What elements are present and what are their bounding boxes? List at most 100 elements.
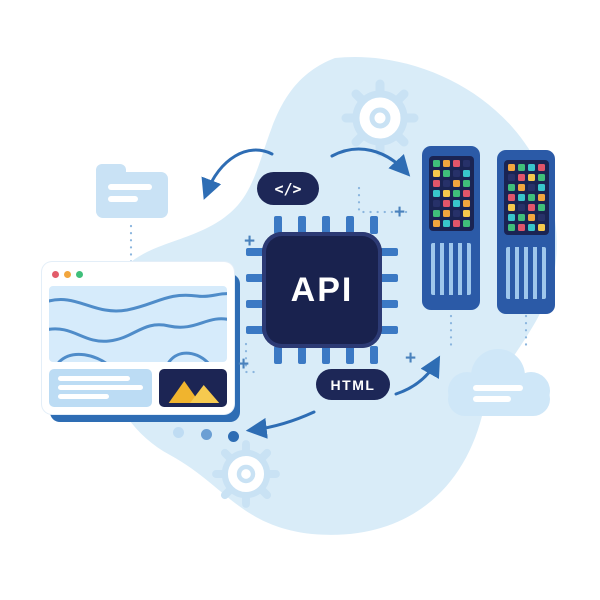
led-light [442,210,450,217]
chip-pin [274,346,282,364]
cloud-icon [448,349,550,416]
led-light [432,180,440,187]
curved-arrow-to-servers [330,147,411,177]
led-light [527,204,535,211]
server-vents [431,243,471,295]
chip-pin [274,216,282,234]
led-light [517,174,525,181]
cloud-line [473,396,511,402]
code-tag-badge: </> [257,172,319,205]
map-roads [49,292,227,362]
chip-pin [322,346,330,364]
led-light [517,204,525,211]
led-light [507,194,515,201]
led-light [462,170,470,177]
led-light [452,180,460,187]
chip-pin [322,216,330,234]
led-light [517,184,525,191]
curved-arrow-to-cloud [394,355,441,396]
led-light [452,160,460,167]
server-rack-1 [422,146,480,310]
dot-marker [201,429,212,440]
mountain-shape [190,385,220,403]
map-road-line [49,317,227,343]
led-light [507,204,515,211]
led-light [442,170,450,177]
led-light [442,220,450,227]
led-light [452,200,460,207]
chip-pin [246,274,264,282]
led-light [442,180,450,187]
plus-mark: + [394,202,406,223]
led-light [432,200,440,207]
text-block [49,369,152,407]
led-light [537,214,545,221]
led-light [537,184,545,191]
chip-pin [370,346,378,364]
led-light [452,170,460,177]
browser-content-row [49,369,227,407]
led-light [537,194,545,201]
chip-pin [246,300,264,308]
html-badge: HTML [316,369,390,400]
browser-window-frame [42,262,234,414]
folder-text-line [108,184,152,190]
led-light [517,224,525,231]
led-light [527,214,535,221]
curved-arrow-to-browser [201,148,274,200]
led-light [507,164,515,171]
led-light [442,190,450,197]
led-light [527,184,535,191]
code-tag-label: </> [274,179,302,198]
server-led-grid [503,160,549,235]
curved-arrow-to-dots [245,410,316,439]
chip-pin [380,248,398,256]
chip-body: API [262,232,382,348]
led-light [452,190,460,197]
mountains-graphic [168,381,220,403]
server-led-grid [428,156,474,231]
plus-mark: + [238,354,250,375]
folder-icon [96,164,168,218]
led-light [517,214,525,221]
led-light [507,174,515,181]
server-rack-2 [497,150,555,314]
text-line [58,385,143,390]
text-line [58,376,131,381]
chip-pin [346,216,354,234]
html-badge-label: HTML [330,376,376,393]
dotted-connector-browser-chip [244,342,260,374]
map-road-line [49,292,227,313]
led-light [462,180,470,187]
plus-mark: + [244,231,256,252]
chip-pin [370,216,378,234]
map-preview [49,286,227,362]
chip-pin [380,274,398,282]
led-light [537,224,545,231]
cloud-line [473,385,523,391]
led-light [462,210,470,217]
led-light [432,190,440,197]
image-thumbnail-icon [159,369,227,407]
chip-pin [346,346,354,364]
text-line [58,394,109,399]
led-light [442,160,450,167]
mountain-shape [168,381,200,403]
server-vents [506,247,546,299]
led-light [462,220,470,227]
led-light [527,224,535,231]
led-light [507,214,515,221]
led-light [432,210,440,217]
plus-mark: + [405,348,417,369]
browser-header [42,262,234,286]
led-light [527,164,535,171]
led-light [462,160,470,167]
browser-window [42,262,240,422]
gear-icon-bottom [216,444,276,504]
chip-pin [298,216,306,234]
folder-text-line [108,196,138,202]
chip-pin [380,326,398,334]
dotted-connector-chip-server [357,186,415,214]
chip-pin [246,248,264,256]
